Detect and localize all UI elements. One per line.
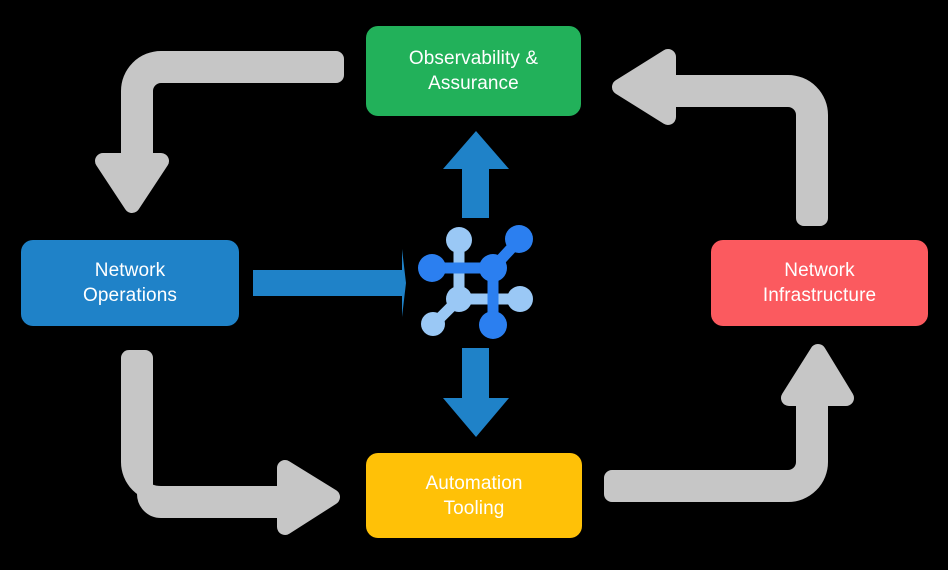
gray-arrow-automation-to-infrastructure [604,344,854,502]
gray-arrow-operations-to-automation [121,350,340,535]
node-label-network-infrastructure: Network Infrastructure [762,260,877,306]
node-label-observability-assurance: Observability & Assurance [408,48,539,94]
blue-arrow-operations-to-center [253,249,406,317]
node-box-automation-tooling[interactable]: Automation Tooling [366,453,582,538]
blue-arrow-center-to-observability [443,131,509,218]
node-box-network-infrastructure[interactable]: Network Infrastructure [711,240,928,326]
node-box-network-operations[interactable]: Network Operations [21,240,239,326]
node-label-automation-tooling: Automation Tooling [425,472,523,519]
node-label-network-operations: Network Operations [83,260,177,306]
gray-arrow-observability-to-operations [95,51,344,213]
blue-arrow-center-to-automation [443,348,509,437]
network-icon-light-nodes [421,227,533,336]
node-box-observability-assurance[interactable]: Observability & Assurance [366,26,581,116]
network-topology-icon [418,225,533,339]
network-icon-bright-nodes [418,225,533,339]
gray-arrow-infrastructure-to-observability [612,49,828,226]
